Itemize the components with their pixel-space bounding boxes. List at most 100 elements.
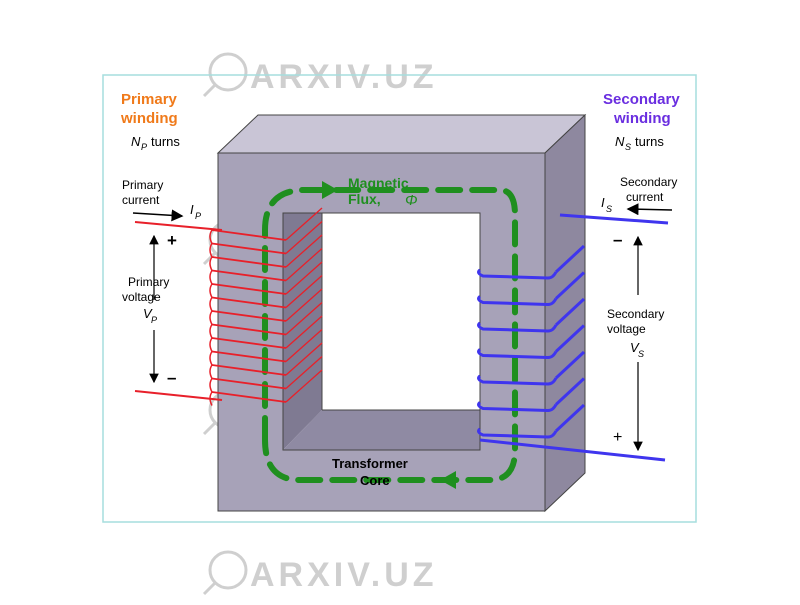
primary-current-sub: P bbox=[195, 211, 201, 221]
secondary-current-symbol: I bbox=[601, 195, 605, 210]
primary-coil-turn bbox=[211, 337, 287, 349]
primary-coil-turn bbox=[211, 269, 287, 282]
primary-current-symbol: I bbox=[190, 202, 194, 217]
primary-coil-edge bbox=[209, 297, 213, 312]
secondary-lead-top bbox=[559, 213, 669, 225]
core-top-face bbox=[216, 114, 587, 154]
secondary-turns-symbol: N bbox=[615, 134, 625, 149]
primary-minus: – bbox=[167, 368, 176, 387]
flux-symbol: Φ bbox=[405, 192, 418, 209]
secondary-coil-turn bbox=[477, 268, 558, 280]
secondary-voltage-label-2: voltage bbox=[607, 322, 646, 336]
secondary-voltage-symbol: V bbox=[630, 340, 640, 355]
primary-coil-turn bbox=[211, 310, 287, 322]
secondary-coil-side bbox=[554, 350, 586, 380]
primary-coil-edge bbox=[209, 256, 213, 271]
primary-coil-back-turn bbox=[285, 221, 323, 254]
primary-winding-title-2: winding bbox=[120, 110, 178, 127]
secondary-coil-side bbox=[554, 377, 586, 406]
secondary-coil bbox=[477, 244, 586, 439]
primary-coil-back-turn bbox=[285, 207, 323, 241]
primary-coil-edge bbox=[209, 364, 213, 379]
primary-coil-edge bbox=[209, 351, 213, 366]
secondary-minus: – bbox=[613, 230, 622, 249]
secondary-coil-turn bbox=[477, 401, 558, 413]
flux-path bbox=[262, 187, 518, 483]
primary-coil-back-turn bbox=[285, 342, 323, 376]
core-window-left-depth bbox=[283, 213, 322, 450]
secondary-turns-sub: S bbox=[625, 142, 631, 152]
primary-turns-word: turns bbox=[151, 134, 180, 149]
primary-lead-top bbox=[134, 221, 223, 231]
secondary-coil-side bbox=[554, 271, 586, 300]
flux-arrow-top bbox=[322, 181, 338, 199]
primary-winding-title-1: Primary bbox=[121, 91, 178, 108]
primary-coil-turn bbox=[211, 296, 287, 309]
figure-frame bbox=[102, 74, 697, 523]
secondary-voltage-sub: S bbox=[638, 349, 644, 359]
primary-coil-turn bbox=[211, 377, 287, 390]
secondary-turns-word: turns bbox=[635, 134, 664, 149]
primary-current-arrow bbox=[132, 209, 184, 222]
primary-voltage-label-1: Primary bbox=[128, 275, 169, 289]
core-label-2: Core bbox=[360, 473, 390, 488]
primary-coil-back-turn bbox=[285, 248, 323, 281]
primary-coil-edge bbox=[209, 324, 213, 339]
watermark-bottom bbox=[202, 550, 248, 596]
primary-coil-back-turn bbox=[285, 315, 323, 349]
primary-coil-turn bbox=[211, 364, 287, 376]
primary-coil-turn bbox=[211, 391, 287, 403]
primary-coil-edge bbox=[209, 270, 213, 285]
primary-coil-turn bbox=[211, 242, 287, 255]
secondary-voltage-label-1: Secondary bbox=[607, 307, 664, 321]
secondary-current-label-1: Secondary bbox=[620, 175, 677, 189]
primary-current-label-1: Primary bbox=[122, 178, 163, 192]
secondary-winding-title-2: winding bbox=[613, 110, 671, 127]
secondary-coil-side bbox=[554, 244, 586, 274]
secondary-current-sub: S bbox=[606, 204, 612, 214]
primary-lead-bottom bbox=[134, 390, 223, 401]
primary-coil-edge bbox=[209, 337, 213, 352]
primary-coil-back-turn bbox=[285, 288, 323, 322]
primary-voltage-symbol: V bbox=[143, 306, 153, 321]
primary-coil-back-turn bbox=[285, 356, 323, 389]
secondary-coil-turn bbox=[477, 427, 558, 439]
primary-coil-turn bbox=[211, 350, 287, 363]
primary-coil-edge bbox=[209, 310, 213, 325]
primary-voltage-label-2: voltage bbox=[122, 290, 161, 304]
secondary-coil-side bbox=[554, 324, 586, 353]
primary-coil-edge bbox=[209, 378, 213, 393]
primary-coil-back-turn bbox=[285, 234, 323, 268]
core-label-1: Transformer bbox=[332, 456, 408, 471]
primary-coil-back-turn bbox=[285, 302, 323, 335]
primary-coil bbox=[209, 207, 323, 406]
secondary-coil-turn bbox=[477, 295, 558, 307]
secondary-coil-turn bbox=[477, 348, 558, 360]
primary-current-label-2: current bbox=[122, 193, 160, 207]
watermark-text-top: ARXIV.UZ bbox=[250, 58, 438, 96]
secondary-coil-side bbox=[554, 403, 586, 433]
secondary-coil-turn bbox=[477, 374, 558, 386]
primary-coil-back-turn bbox=[285, 275, 323, 308]
core-window-bottom-depth bbox=[283, 410, 480, 450]
flux-label-2: Flux, bbox=[348, 191, 381, 207]
primary-turns-symbol: N bbox=[131, 134, 141, 149]
primary-coil-back-turn bbox=[285, 369, 323, 403]
watermark-text-bottom: ARXIV.UZ bbox=[250, 556, 438, 594]
flux-arrow-bottom bbox=[440, 471, 456, 489]
primary-coil-edge bbox=[209, 229, 213, 244]
secondary-winding-title-1: Secondary bbox=[603, 91, 680, 108]
primary-coil-turn bbox=[211, 323, 287, 336]
secondary-lead-bottom bbox=[479, 438, 666, 462]
primary-turns-sub: P bbox=[141, 142, 147, 152]
primary-coil-turn bbox=[211, 283, 287, 295]
secondary-current-label-2: current bbox=[626, 190, 664, 204]
primary-coil-back-turn bbox=[285, 329, 323, 362]
primary-coil-turn bbox=[211, 256, 287, 268]
secondary-coil-turn bbox=[477, 321, 558, 333]
secondary-current-arrow bbox=[626, 203, 673, 216]
primary-coil-back-turn bbox=[285, 261, 323, 295]
primary-coil-turn bbox=[211, 229, 287, 241]
